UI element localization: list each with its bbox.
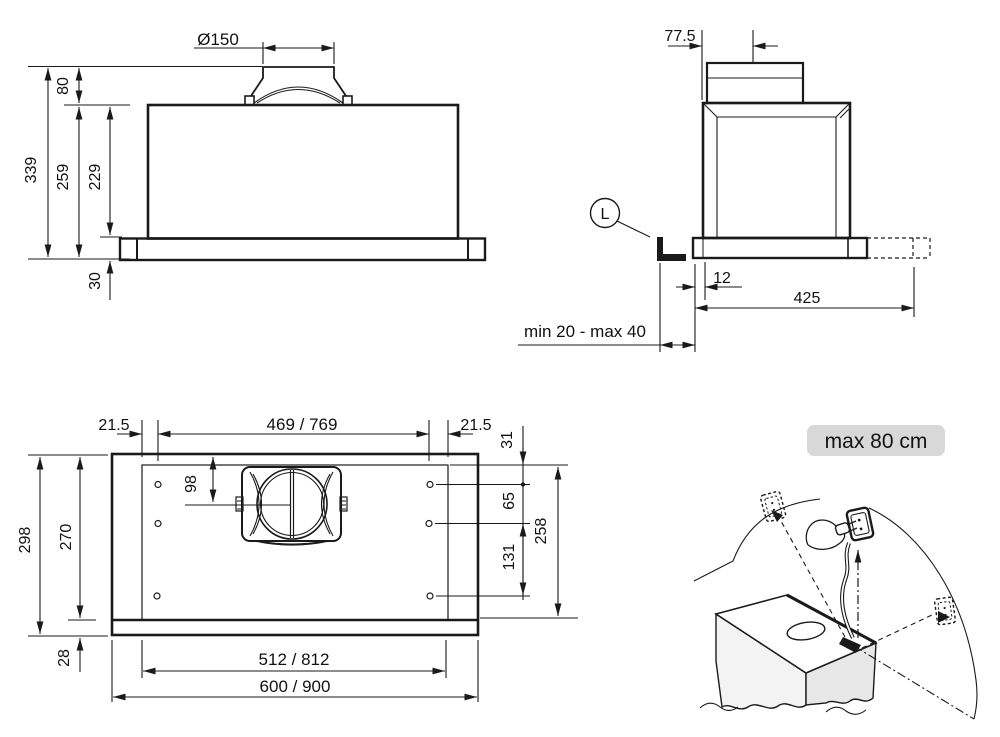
dim-body-height: 259: [55, 164, 72, 191]
reach-line-diagonal: [853, 645, 975, 720]
front-extension-lines: [28, 42, 335, 260]
dim-flange-offset: 12: [713, 270, 731, 287]
bracket-callout-circle: [589, 197, 621, 229]
hand-with-plug: [805, 519, 858, 550]
dim-depth-total: 298: [17, 527, 34, 554]
max-distance-badge: [807, 425, 945, 456]
socket-right: [933, 596, 957, 626]
dim-inner-width: 512 / 812: [259, 650, 330, 669]
dim-total-width: 600 / 900: [260, 677, 331, 696]
l-bracket: [657, 237, 686, 261]
dim-duct-diameter: Ø150: [197, 30, 239, 49]
cable-notch: [839, 637, 861, 653]
dim-bottom-flange-height: 30: [87, 272, 104, 290]
bracket-leader-line: [616, 220, 651, 238]
side-view: [518, 30, 931, 352]
side-view-labels: 77.5 L 12 425 min 20 - max 40: [524, 28, 820, 341]
cabinet-box: [699, 593, 878, 715]
hood-flange-side: [691, 236, 869, 260]
dim-clearance: min 20 - max 40: [524, 322, 646, 341]
dim-height-total: 339: [23, 157, 40, 184]
dim-top-to-row1: 31: [499, 431, 516, 449]
socket-center: [845, 506, 875, 542]
dim-edge-to-hole-left: 21.5: [98, 417, 129, 434]
arrow-to-right-socket: [938, 611, 950, 623]
hood-body-front: [146, 103, 460, 240]
hood-flange-front: [118, 237, 487, 262]
reach-arc-right: [868, 507, 978, 720]
front-view-labels: Ø150 339 80 259 229 30: [23, 30, 239, 290]
hood-outline-top: [110, 452, 480, 637]
flange-dashed-extension: [867, 237, 931, 259]
dim-duct-center-offset: 77.5: [664, 28, 695, 45]
dim-depth-inner: 270: [58, 524, 75, 551]
blower-unit: [235, 466, 348, 546]
max-distance-label: max 80 cm: [825, 430, 928, 453]
front-view: [28, 42, 487, 300]
dim-edge-to-hole-right: 21.5: [460, 417, 491, 434]
reach-line-right: [861, 613, 935, 649]
duct-hole: [786, 621, 826, 641]
dim-row1-to-row2: 65: [501, 492, 518, 510]
hood-body-side: [701, 101, 852, 240]
duct-collar-side: [705, 61, 805, 105]
dim-front-strip: 28: [56, 649, 73, 667]
arrow-to-left-socket: [771, 510, 783, 522]
top-view-labels: 21.5 469 / 769 21.5 31 65 131 258 298 27…: [17, 415, 550, 696]
dim-hole-span-width: 469 / 769: [267, 415, 338, 434]
install-illustration: [693, 425, 978, 720]
mounting-holes: [153, 480, 434, 600]
socket-top-left: [759, 490, 787, 523]
side-dimension-lines: [518, 42, 914, 349]
front-dimension-lines: [44, 44, 334, 300]
reach-line-left: [780, 520, 846, 638]
dim-body-depth: 425: [794, 290, 821, 307]
dim-rows-total: 258: [533, 518, 550, 545]
top-view: [28, 420, 578, 702]
dim-duct-height: 80: [55, 77, 72, 95]
dim-duct-center-from-top: 98: [183, 475, 200, 493]
dim-inner-height: 229: [87, 164, 104, 191]
duct-collar-front: [244, 66, 353, 106]
top-dimension-lines: [36, 430, 562, 701]
bracket-label: L: [601, 206, 610, 223]
dim-row2-to-row3: 131: [501, 544, 518, 571]
reach-arc-left: [732, 498, 821, 562]
